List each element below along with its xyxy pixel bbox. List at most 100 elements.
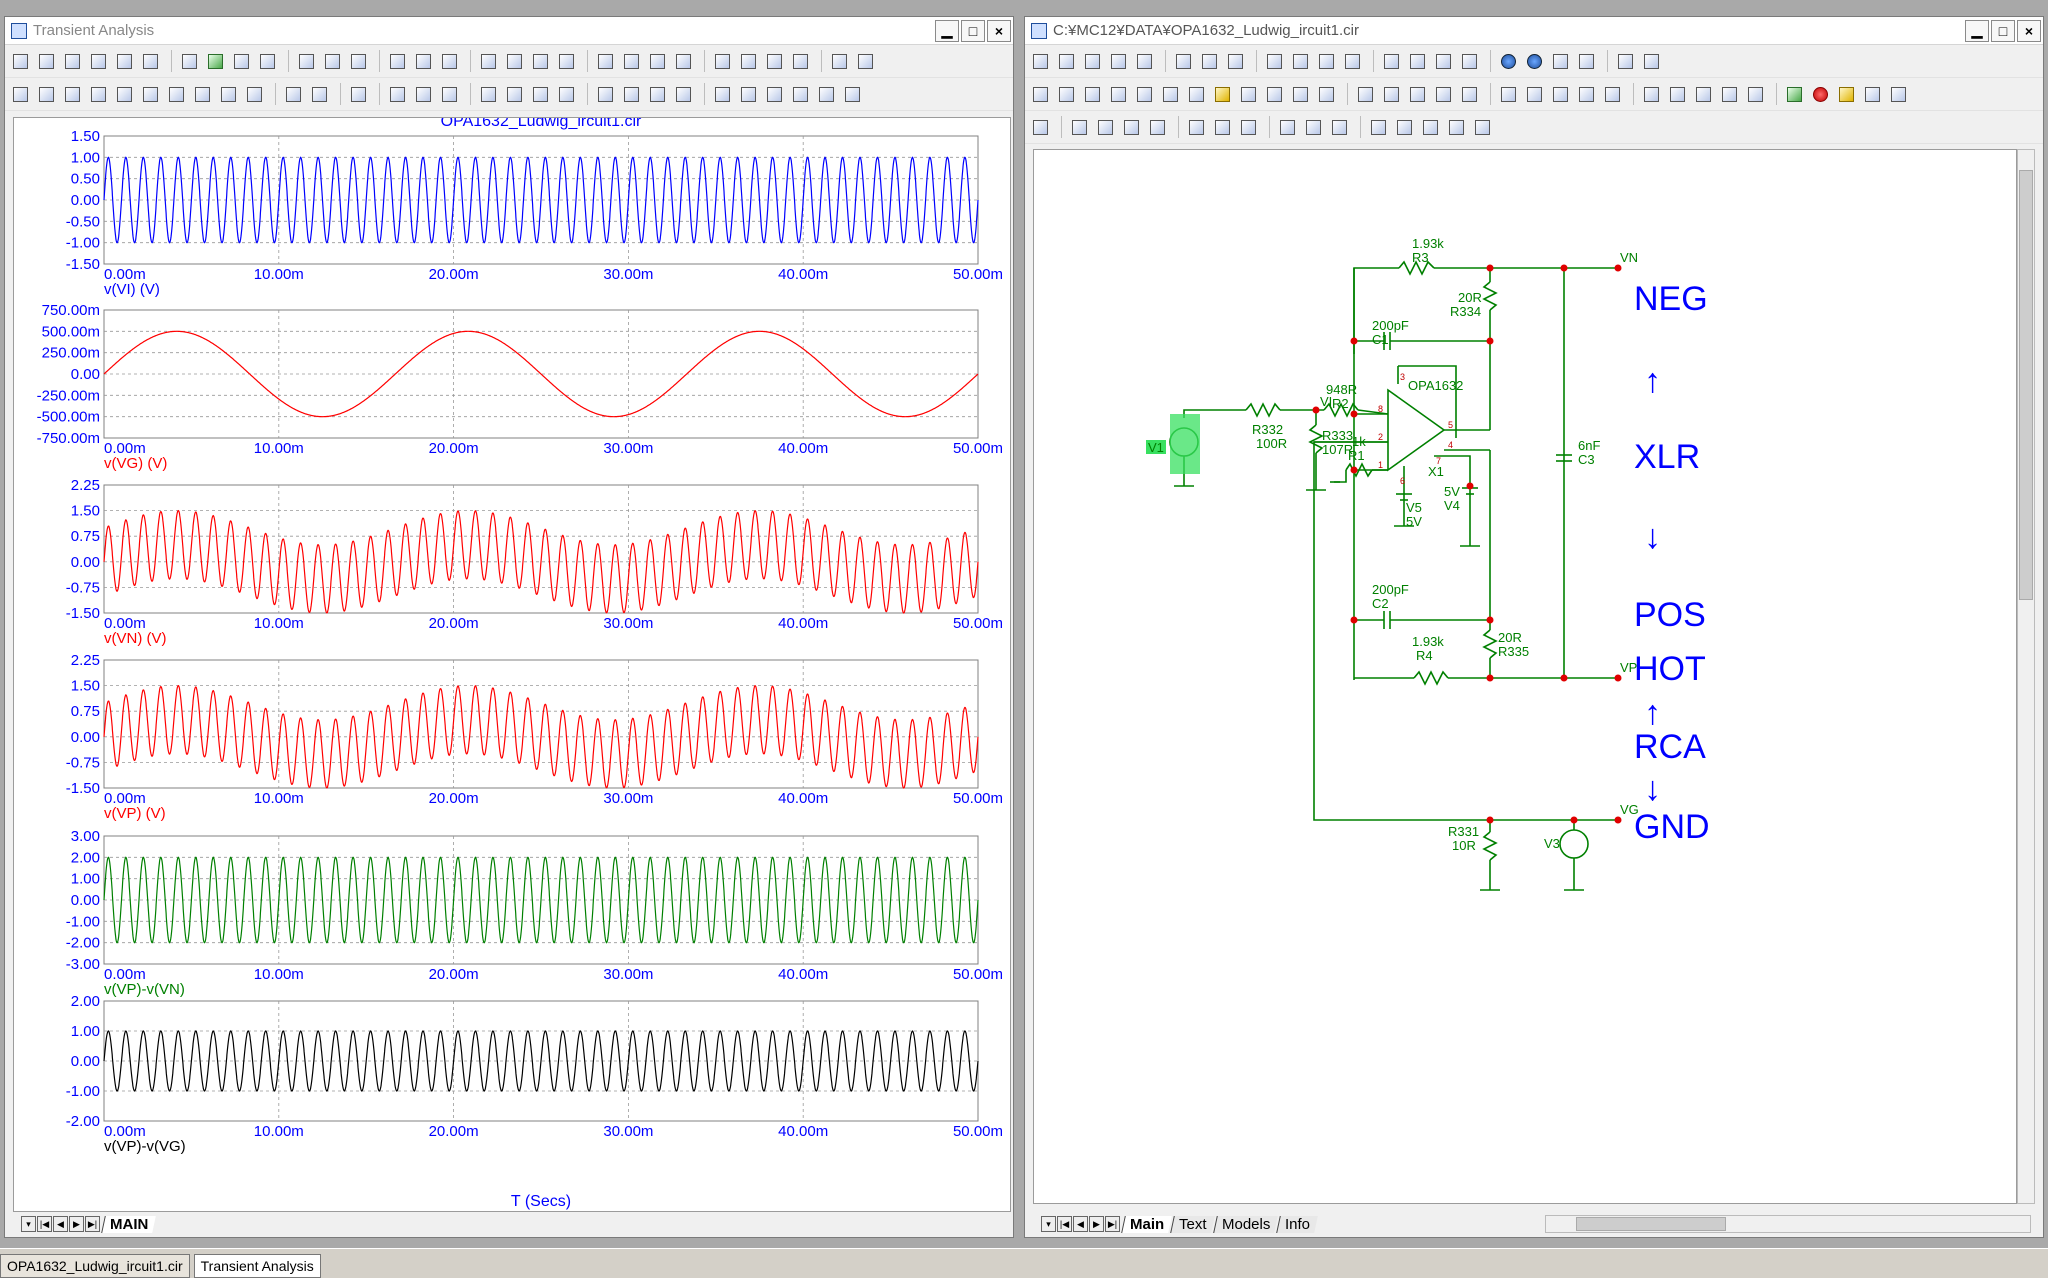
toolbar-tool-icon[interactable] xyxy=(503,83,526,106)
toolbar-tool-icon[interactable] xyxy=(61,83,84,106)
toolbar-tool-icon[interactable] xyxy=(1237,83,1260,106)
tab-main[interactable]: Main xyxy=(1121,1215,1172,1233)
transient-plots[interactable]: OPA1632_Ludwig_ircuit1.cir1.501.000.500.… xyxy=(14,113,1010,1211)
toolbar-tool-icon[interactable] xyxy=(1471,116,1494,139)
series-trace[interactable] xyxy=(103,330,979,418)
nav-next-icon[interactable]: ▶ xyxy=(69,1216,84,1232)
toolbar-tool-icon[interactable] xyxy=(1640,50,1663,73)
toolbar-tool-icon[interactable] xyxy=(672,50,695,73)
toolbar-tool-icon[interactable] xyxy=(1185,116,1208,139)
toolbar-tool-icon[interactable] xyxy=(386,83,409,106)
toolbar-tool-icon[interactable] xyxy=(529,83,552,106)
toolbar-tool-icon[interactable] xyxy=(763,50,786,73)
toolbar-tool-icon[interactable] xyxy=(1523,83,1546,106)
toolbar-tool-icon[interactable] xyxy=(1029,50,1052,73)
toolbar-tool-icon[interactable] xyxy=(386,50,409,73)
schematic-titlebar[interactable]: C:¥MC12¥DATA¥OPA1632_Ludwig_ircuit1.cir … xyxy=(1025,17,2043,45)
vertical-scroll-thumb[interactable] xyxy=(2019,170,2033,600)
toolbar-tool-icon[interactable] xyxy=(1107,50,1130,73)
toolbar-tool-icon[interactable] xyxy=(1328,116,1351,139)
toolbar-tool-icon[interactable] xyxy=(1497,50,1520,73)
tab-main[interactable]: MAIN xyxy=(101,1215,157,1233)
nav-prev-icon[interactable]: ◀ xyxy=(1073,1216,1088,1232)
toolbar-tool-icon[interactable] xyxy=(594,50,617,73)
toolbar-tool-icon[interactable] xyxy=(1419,116,1442,139)
toolbar-tool-icon[interactable] xyxy=(1718,83,1741,106)
circuit-schematic[interactable]: 1.93k R3 20R R334 200pF C1 948R R2 R332 … xyxy=(1034,150,2016,1203)
toolbar-tool-icon[interactable] xyxy=(646,83,669,106)
toolbar-tool-icon[interactable] xyxy=(9,50,32,73)
task-transient-analysis[interactable]: Transient Analysis xyxy=(193,1254,321,1278)
toolbar-tool-icon[interactable] xyxy=(1367,116,1390,139)
schematic-vertical-scrollbar[interactable] xyxy=(2017,149,2035,1204)
series-trace[interactable] xyxy=(103,684,979,789)
toolbar-tool-icon[interactable] xyxy=(1406,50,1429,73)
toolbar-tool-icon[interactable] xyxy=(438,83,461,106)
toolbar-tool-icon[interactable] xyxy=(1133,83,1156,106)
toolbar-tool-icon[interactable] xyxy=(555,50,578,73)
toolbar-tool-icon[interactable] xyxy=(1744,83,1767,106)
toolbar-tool-icon[interactable] xyxy=(529,50,552,73)
toolbar-tool-icon[interactable] xyxy=(1783,83,1806,106)
toolbar-tool-icon[interactable] xyxy=(737,83,760,106)
tab-info[interactable]: Info xyxy=(1276,1215,1318,1233)
toolbar-tool-icon[interactable] xyxy=(347,83,370,106)
maximize-button[interactable]: □ xyxy=(961,19,985,42)
toolbar-tool-icon[interactable] xyxy=(1237,116,1260,139)
toolbar-tool-icon[interactable] xyxy=(35,83,58,106)
toolbar-tool-icon[interactable] xyxy=(113,50,136,73)
toolbar-tool-icon[interactable] xyxy=(1575,83,1598,106)
toolbar-tool-icon[interactable] xyxy=(1445,116,1468,139)
toolbar-tool-icon[interactable] xyxy=(87,50,110,73)
toolbar-tool-icon[interactable] xyxy=(1601,83,1624,106)
toolbar-tool-icon[interactable] xyxy=(1029,116,1052,139)
toolbar-tool-icon[interactable] xyxy=(1380,50,1403,73)
toolbar-tool-icon[interactable] xyxy=(789,83,812,106)
transient-titlebar[interactable]: Transient Analysis ▁ □ × xyxy=(5,17,1013,45)
toolbar-tool-icon[interactable] xyxy=(321,50,344,73)
toolbar-tool-icon[interactable] xyxy=(308,83,331,106)
toolbar-tool-icon[interactable] xyxy=(139,83,162,106)
toolbar-tool-icon[interactable] xyxy=(9,83,32,106)
toolbar-tool-icon[interactable] xyxy=(1406,83,1429,106)
close-button[interactable]: × xyxy=(987,19,1011,42)
toolbar-tool-icon[interactable] xyxy=(1263,83,1286,106)
toolbar-tool-icon[interactable] xyxy=(295,50,318,73)
toolbar-tool-icon[interactable] xyxy=(1133,50,1156,73)
nav-first-icon[interactable]: |◀ xyxy=(1057,1216,1072,1232)
toolbar-tool-icon[interactable] xyxy=(503,50,526,73)
minimize-button[interactable]: ▁ xyxy=(1965,19,1989,42)
toolbar-tool-icon[interactable] xyxy=(1380,83,1403,106)
toolbar-tool-icon[interactable] xyxy=(438,50,461,73)
toolbar-tool-icon[interactable] xyxy=(1120,116,1143,139)
toolbar-tool-icon[interactable] xyxy=(1432,83,1455,106)
toolbar-tool-icon[interactable] xyxy=(1432,50,1455,73)
toolbar-tool-icon[interactable] xyxy=(477,50,500,73)
nav-dropdown-icon[interactable]: ▾ xyxy=(1041,1216,1056,1232)
toolbar-tool-icon[interactable] xyxy=(1055,50,1078,73)
toolbar-tool-icon[interactable] xyxy=(1081,83,1104,106)
toolbar-tool-icon[interactable] xyxy=(1575,50,1598,73)
tab-models[interactable]: Models xyxy=(1212,1215,1278,1233)
toolbar-tool-icon[interactable] xyxy=(841,83,864,106)
toolbar-tool-icon[interactable] xyxy=(61,50,84,73)
toolbar-tool-icon[interactable] xyxy=(1302,116,1325,139)
toolbar-tool-icon[interactable] xyxy=(113,83,136,106)
toolbar-tool-icon[interactable] xyxy=(87,83,110,106)
series-trace[interactable] xyxy=(103,1030,979,1092)
toolbar-tool-icon[interactable] xyxy=(35,50,58,73)
toolbar-tool-icon[interactable] xyxy=(204,50,227,73)
close-button[interactable]: × xyxy=(2017,19,2041,42)
toolbar-tool-icon[interactable] xyxy=(243,83,266,106)
nav-dropdown-icon[interactable]: ▾ xyxy=(21,1216,36,1232)
toolbar-tool-icon[interactable] xyxy=(347,50,370,73)
toolbar-tool-icon[interactable] xyxy=(477,83,500,106)
nav-first-icon[interactable]: |◀ xyxy=(37,1216,52,1232)
source-v3-symbol[interactable] xyxy=(1559,829,1589,859)
toolbar-tool-icon[interactable] xyxy=(1549,83,1572,106)
tab-text[interactable]: Text xyxy=(1170,1215,1215,1233)
toolbar-tool-icon[interactable] xyxy=(1315,83,1338,106)
toolbar-tool-icon[interactable] xyxy=(1172,50,1195,73)
